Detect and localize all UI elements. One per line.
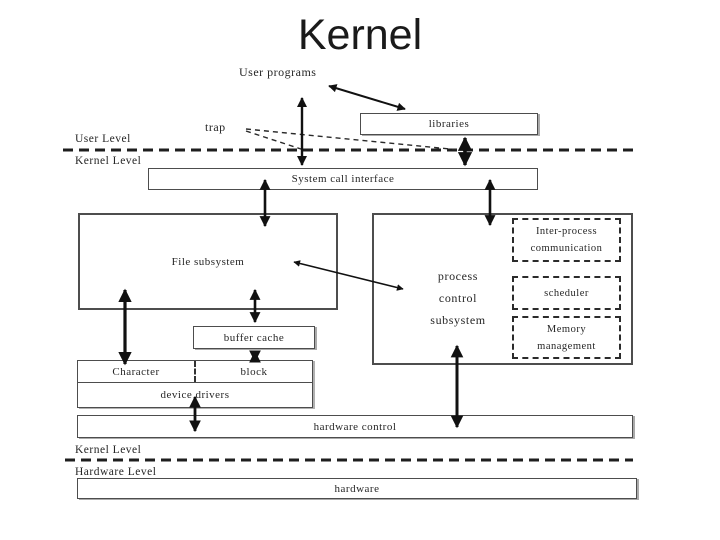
system-call-interface-box: System call interface xyxy=(148,168,538,190)
file-subsystem-box: File subsystem xyxy=(78,213,338,310)
trap-line-to-syscall-arrow xyxy=(245,130,305,151)
hardware-control-box: hardware control xyxy=(77,415,633,438)
arrow-user-programs-libraries xyxy=(328,84,406,111)
memory-management-box: Memory management xyxy=(512,316,621,359)
libraries-box: libraries xyxy=(360,113,538,135)
device-drivers-label: device drivers xyxy=(160,389,230,401)
device-drivers-box: Character block device drivers xyxy=(77,360,313,408)
trap-label: trap xyxy=(205,120,226,134)
buffer-cache-box: buffer cache xyxy=(193,326,315,349)
user-level-label: User Level xyxy=(75,133,131,145)
scheduler-box: scheduler xyxy=(512,276,621,310)
process-control-subsystem-label: process control subsystem xyxy=(430,269,486,327)
slide-title: Kernel xyxy=(297,11,423,59)
user-programs-label: User programs xyxy=(239,65,317,79)
driver-type-row: Character block xyxy=(78,361,312,383)
kernel-level-top-label: Kernel Level xyxy=(75,155,142,167)
hardware-box: hardware xyxy=(77,478,637,499)
character-cell: Character xyxy=(112,365,160,378)
block-cell: block xyxy=(194,361,312,382)
kernel-level-bottom-label: Kernel Level xyxy=(75,444,142,456)
hardware-level-label: Hardware Level xyxy=(75,466,157,478)
inter-process-communication-box: Inter-process communication xyxy=(512,218,621,262)
